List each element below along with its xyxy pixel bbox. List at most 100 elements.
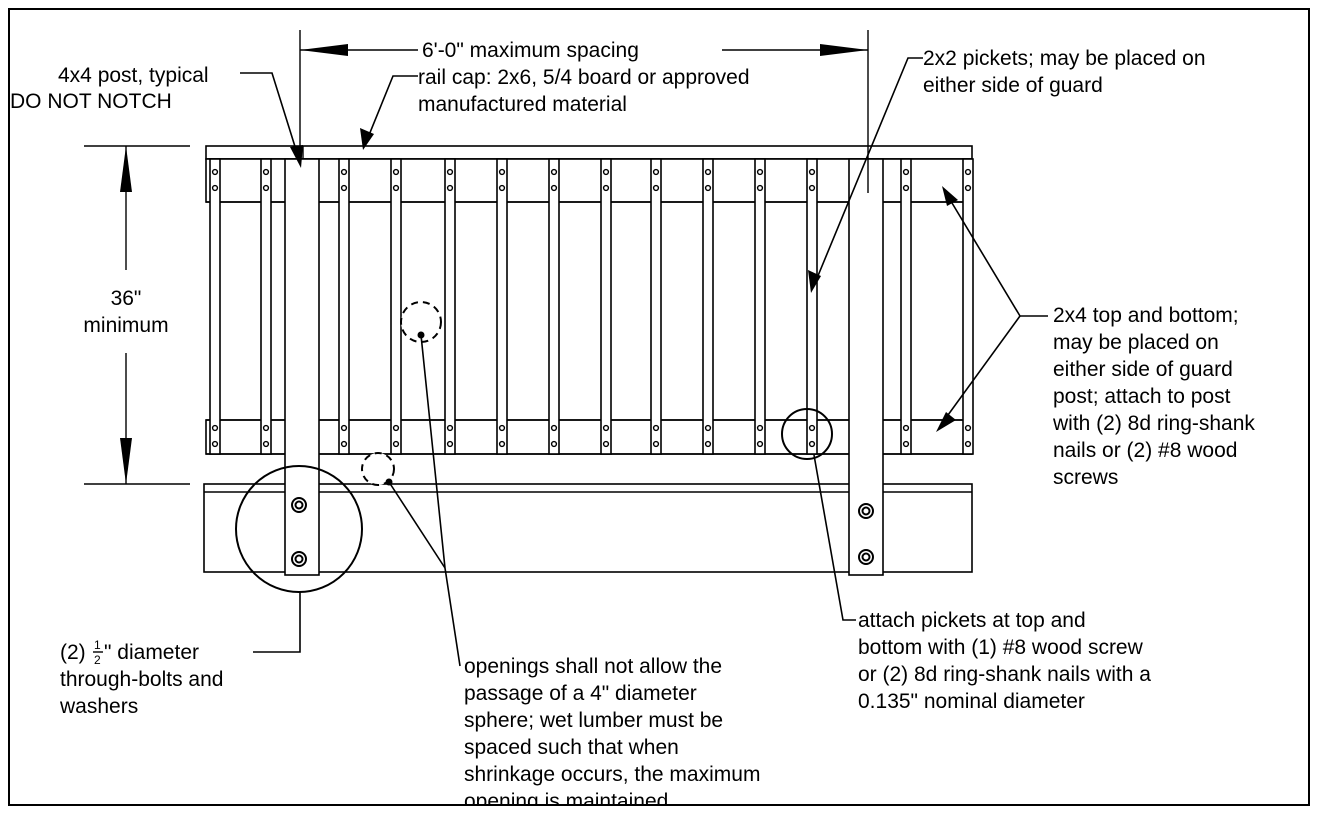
picket xyxy=(496,158,508,455)
picket-fastener xyxy=(392,440,400,448)
post-label-line-2: DO NOT NOTCH xyxy=(10,90,172,113)
picket-fastener xyxy=(902,440,910,448)
bolt-detail-circle xyxy=(235,465,363,593)
openings-label-line-2: passage of a 4" diameter xyxy=(464,682,697,705)
openings-label-line-3: sphere; wet lumber must be xyxy=(464,709,723,732)
picket-fastener xyxy=(498,424,506,432)
picket-fastener xyxy=(902,168,910,176)
picket-fastener xyxy=(446,440,454,448)
picket-fastener xyxy=(446,184,454,192)
picket-fastener xyxy=(808,440,816,448)
picket-fastener xyxy=(602,440,610,448)
picket-fastener xyxy=(652,440,660,448)
picket-fastener xyxy=(756,184,764,192)
picket-fastener xyxy=(902,424,910,432)
bolts-prefix: (2) xyxy=(60,641,86,664)
height-label-line-2: minimum xyxy=(83,314,168,337)
picket-fastener xyxy=(652,424,660,432)
openings-label-line-6: opening is maintained xyxy=(464,790,668,806)
sphere-marker-lower xyxy=(361,452,395,486)
bolts-label-line-1: " diameter xyxy=(104,641,199,664)
fastener-detail-circle xyxy=(781,408,833,460)
sphere-marker-upper xyxy=(400,301,442,343)
rails-label-line-1: 2x4 top and bottom; xyxy=(1053,304,1239,327)
picket xyxy=(900,158,912,455)
picket-fastener xyxy=(602,184,610,192)
bolts-leader xyxy=(253,592,301,653)
picket-fastener xyxy=(902,184,910,192)
picket xyxy=(600,158,612,455)
pickets-leader xyxy=(814,57,923,284)
post-right xyxy=(848,158,884,576)
rail-cap xyxy=(205,145,973,160)
picket-fastener xyxy=(964,184,972,192)
picket-fastener xyxy=(704,424,712,432)
attach-label-line-4: 0.135" nominal diameter xyxy=(858,690,1085,713)
picket xyxy=(806,158,818,455)
bolts-fraction-numerator: 1 xyxy=(94,638,101,652)
picket-fastener xyxy=(756,168,764,176)
picket-fastener xyxy=(211,424,219,432)
picket-fastener xyxy=(550,424,558,432)
attach-label-line-2: bottom with (1) #8 wood screw xyxy=(858,636,1144,659)
picket-fastener xyxy=(498,184,506,192)
picket xyxy=(702,158,714,455)
rail-cap-label-line-2: manufactured material xyxy=(418,93,627,116)
picket-fastener xyxy=(964,440,972,448)
picket-fastener xyxy=(550,168,558,176)
rim-joist xyxy=(203,483,973,573)
picket-fastener xyxy=(808,424,816,432)
picket-fastener xyxy=(262,184,270,192)
rails-label-line-2: may be placed on xyxy=(1053,331,1219,354)
picket-fastener xyxy=(964,168,972,176)
picket-fastener xyxy=(602,424,610,432)
openings-label-line-1: openings shall not allow the xyxy=(464,655,722,678)
bolt-left-bottom xyxy=(291,551,307,567)
picket-fastener xyxy=(340,440,348,448)
picket-fastener xyxy=(262,424,270,432)
top-rail xyxy=(205,158,973,203)
picket-fastener xyxy=(211,440,219,448)
picket-fastener xyxy=(704,168,712,176)
pickets-label-line-2: either side of guard xyxy=(923,74,1103,97)
rails-leader xyxy=(945,192,1048,317)
post-leader xyxy=(240,72,298,154)
rails-label-line-4: post; attach to post xyxy=(1053,385,1231,408)
guard-detail-diagram: 6'-0" maximum spacing 36" minimum 4x4 po… xyxy=(8,8,1310,806)
post-label-line-1: 4x4 post, typical xyxy=(58,64,209,87)
picket-fastener xyxy=(211,184,219,192)
rail-cap-label-line-1: rail cap: 2x6, 5/4 board or approved xyxy=(418,66,750,89)
height-dimension xyxy=(84,145,190,485)
openings-leader-lower xyxy=(388,481,446,569)
picket-fastener xyxy=(211,168,219,176)
height-label-line-1: 36" xyxy=(111,287,142,310)
picket-fastener xyxy=(704,184,712,192)
picket xyxy=(962,158,974,455)
picket-fastener xyxy=(550,440,558,448)
picket-fastener xyxy=(340,184,348,192)
picket-fastener xyxy=(340,168,348,176)
picket xyxy=(754,158,766,455)
picket xyxy=(444,158,456,455)
bolts-label-line-2: through-bolts and xyxy=(60,668,223,691)
rails-label-line-3: either side of guard xyxy=(1053,358,1233,381)
openings-label-line-5: shrinkage occurs, the maximum xyxy=(464,763,760,786)
pickets-group xyxy=(209,158,974,455)
picket-fastener xyxy=(602,168,610,176)
picket-fastener xyxy=(446,424,454,432)
attach-leader xyxy=(813,454,856,621)
picket-fastener xyxy=(392,168,400,176)
bolts-fraction-denominator: 2 xyxy=(94,653,101,667)
picket xyxy=(548,158,560,455)
picket-fastener xyxy=(756,440,764,448)
bolt-right-bottom xyxy=(858,549,874,565)
rail-cap-leader xyxy=(366,75,418,141)
picket xyxy=(209,158,221,455)
attach-label-line-3: or (2) 8d ring-shank nails with a xyxy=(858,663,1151,686)
picket-fastener xyxy=(498,168,506,176)
rails-label-line-7: screws xyxy=(1053,466,1118,489)
picket xyxy=(390,158,402,455)
picket-fastener xyxy=(446,168,454,176)
picket-fastener xyxy=(392,184,400,192)
picket-fastener xyxy=(498,440,506,448)
